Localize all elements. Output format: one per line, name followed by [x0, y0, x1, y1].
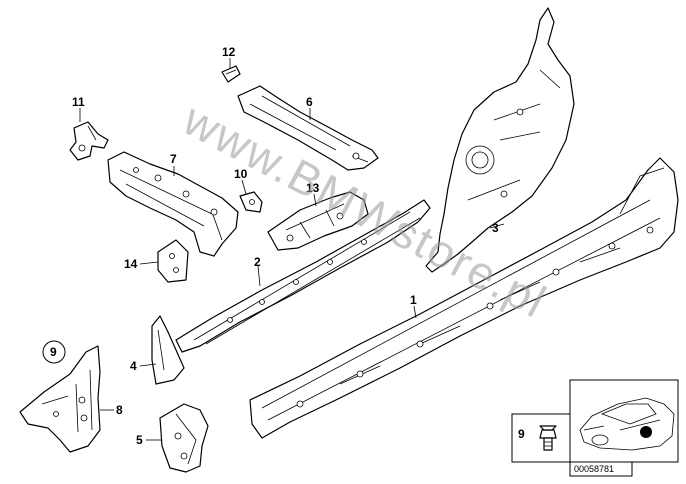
part-14-plate[interactable]	[157, 239, 189, 283]
part-7-cross-member[interactable]	[107, 151, 239, 257]
part-4-pillar-lower[interactable]	[151, 315, 185, 385]
leader-lines	[79, 58, 505, 441]
callout-9-circle	[42, 340, 66, 364]
inset-fastener: 9	[511, 413, 573, 463]
part-1-side-sill[interactable]	[249, 157, 679, 439]
callout-6: 6	[306, 95, 313, 109]
part-6-bracket[interactable]	[237, 85, 379, 171]
part-5-reinforcement[interactable]	[159, 403, 209, 473]
callout-labels: 12 6 11 7 10 13 14 2 3 1 4 8 5 9	[42, 45, 499, 447]
part-11-bracket[interactable]	[69, 121, 109, 161]
inset-callout-9: 9	[518, 427, 525, 441]
reference-code-box	[569, 461, 633, 477]
fastener-9-icon[interactable]	[539, 425, 557, 451]
callout-5: 5	[136, 433, 143, 447]
callout-11: 11	[72, 95, 85, 109]
part-8-pillar-assembly[interactable]	[19, 345, 101, 453]
part-3-pillar-panel[interactable]	[425, 7, 575, 273]
inset-car-locator: 00058781	[569, 379, 679, 477]
callout-2: 2	[254, 255, 261, 269]
callout-7: 7	[170, 152, 177, 166]
reference-code: 00058781	[574, 464, 614, 474]
part-12-clip[interactable]	[221, 65, 241, 83]
location-marker-icon	[640, 426, 652, 438]
part-13-bracket[interactable]	[267, 191, 369, 251]
car-outline-icon	[579, 397, 675, 451]
callout-9-circled: 9	[50, 345, 57, 359]
callout-8: 8	[116, 403, 123, 417]
part-2-inner-sill[interactable]	[175, 199, 431, 353]
callout-4: 4	[130, 359, 137, 373]
part-10-bracket[interactable]	[239, 191, 263, 213]
callout-1: 1	[410, 293, 417, 307]
callout-14: 14	[124, 257, 138, 271]
callout-12: 12	[222, 45, 236, 59]
callout-3: 3	[492, 221, 499, 235]
callout-13: 13	[306, 181, 320, 195]
callout-10: 10	[234, 167, 248, 181]
